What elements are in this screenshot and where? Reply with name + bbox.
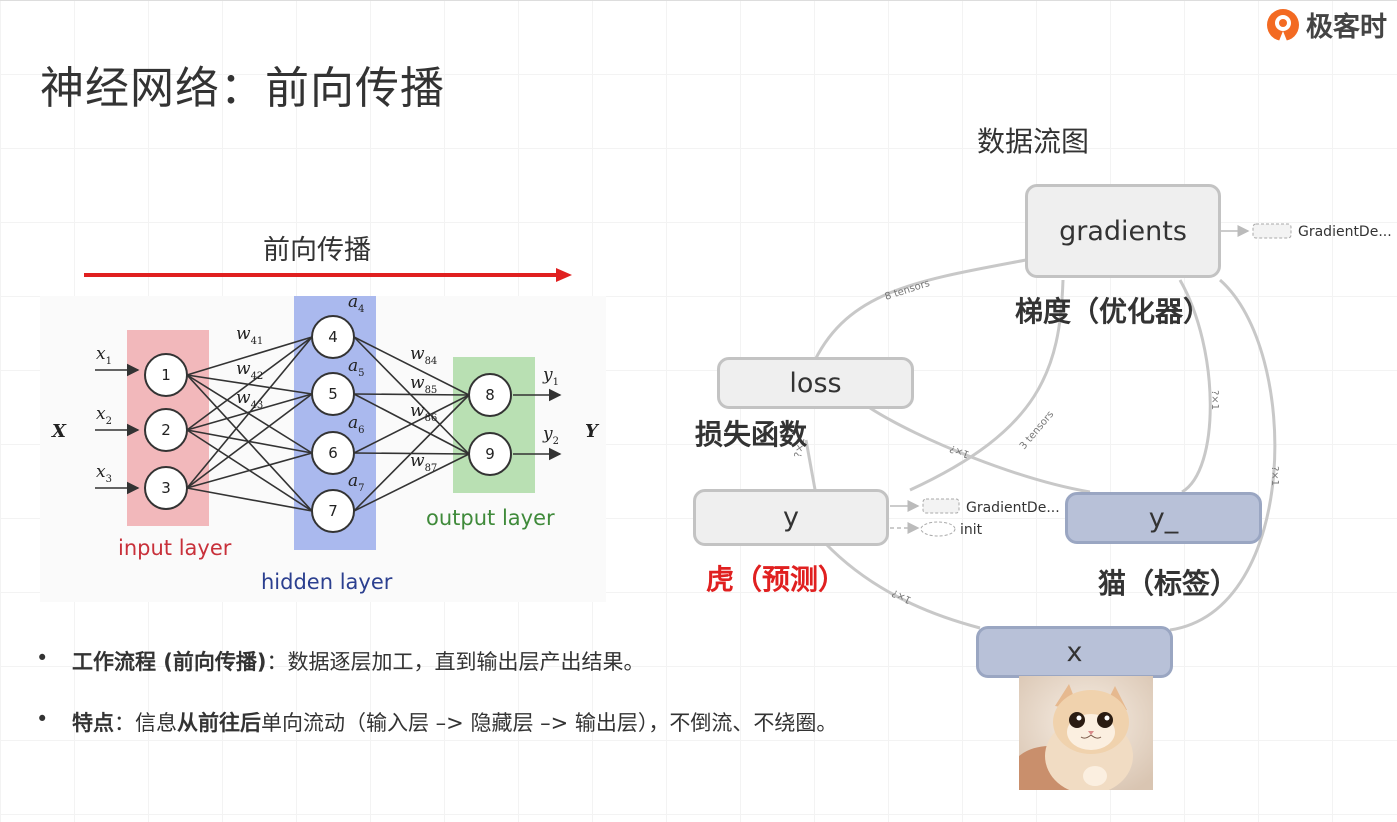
x-node[interactable]: x (976, 626, 1173, 678)
edge-label-dim-c: ?×1 (793, 437, 807, 459)
hidden-node-5: 5 (311, 372, 355, 416)
gradient-desc-box-y (922, 498, 960, 514)
edge-label-dim-b: ?×1 (1269, 466, 1280, 486)
edge-label-3-tensors: 3 tensors (1018, 409, 1056, 452)
edge-label-dim-d: 1×? (948, 442, 971, 459)
svg-text:6: 6 (328, 444, 338, 462)
hidden-node-6: 6 (311, 431, 355, 475)
weight-in-symbol-1: w41 (236, 324, 263, 347)
bullet-feature-title: 特点 (72, 711, 114, 735)
input-x-label: X (51, 421, 67, 442)
gradient-desc-y-label: GradientDe... (966, 500, 1060, 516)
svg-text:4: 4 (328, 328, 338, 346)
flow-graph-title: 数据流图 (977, 125, 1090, 158)
svg-text:7: 7 (328, 502, 338, 520)
hidden-layer-label: hidden layer (261, 570, 393, 594)
weight-out-symbol-3: w86 (410, 401, 437, 424)
input-node-1: 1 (144, 353, 188, 397)
y-label-annotation: 猫（标签） (1098, 567, 1239, 600)
output-layer-label: output layer (426, 506, 555, 530)
forward-arrow-icon (84, 268, 572, 282)
brand-name: 极客时 (1306, 12, 1387, 43)
hidden-node-4: 4 (311, 315, 355, 359)
bullet-feature-emphasis: 从前往后 (177, 711, 261, 735)
init-label: init (960, 522, 983, 538)
y-annotation: 虎（预测） (706, 563, 847, 596)
loss-annotation: 损失函数 (695, 418, 808, 451)
edge-label-dim-f: 1×? (890, 587, 913, 605)
output-y-symbol-1: y1 (542, 365, 559, 388)
input-layer-label: input layer (118, 536, 232, 560)
weight-in-symbol-3: w43 (236, 388, 263, 411)
graph-edges: 8 tensors 3 tensors ?×1 ?×1 ?×1 1×? 1×? … (793, 223, 1392, 632)
loss-node[interactable]: loss (717, 357, 914, 409)
input-node-2: 2 (144, 408, 188, 452)
hidden-node-7: 7 (311, 489, 355, 533)
page-title: 神经网络：前向传播 (40, 63, 445, 114)
bullet-feature-text1: ：信息 (114, 711, 177, 735)
init-node (920, 521, 956, 537)
output-y-symbol-2: y2 (542, 424, 559, 447)
weight-in-symbol-2: w42 (236, 359, 263, 382)
bullet-workflow-title: 工作流程 (前向传播) (72, 650, 267, 674)
input-x-symbol-2: x2 (96, 404, 112, 427)
gradient-desc-box-top (1252, 223, 1292, 239)
forward-propagation-label: 前向传播 (263, 235, 371, 266)
svg-text:1: 1 (161, 366, 171, 384)
bullet-dot: • (36, 707, 49, 731)
bullet-dot: • (36, 646, 49, 670)
input-x-symbol-3: x3 (96, 462, 112, 485)
weight-out-symbol-1: w84 (410, 344, 437, 367)
edge-label-dim-a: ?×1 (1209, 390, 1220, 410)
y-node[interactable]: y (693, 489, 889, 546)
geek-time-logo-icon (1267, 8, 1299, 41)
svg-text:5: 5 (328, 385, 338, 403)
output-y-label: Y (585, 421, 600, 442)
output-node-8: 8 (468, 373, 512, 417)
input-x-symbol-1: x1 (96, 344, 112, 367)
gradient-desc-top-label: GradientDe... (1298, 224, 1392, 240)
svg-text:9: 9 (485, 445, 495, 463)
brand-logo: 极客时 (1266, 5, 1387, 44)
output-node-9: 9 (468, 432, 512, 476)
gradients-node[interactable]: gradients (1025, 184, 1221, 278)
cat-photo (1019, 676, 1153, 790)
bullet-feature-text2: 单向流动（输入层 –> 隐藏层 –> 输出层），不倒流、不绕圈。 (261, 711, 838, 735)
y-label-node[interactable]: y_ (1065, 492, 1262, 544)
input-node-3: 3 (144, 466, 188, 510)
svg-text:3: 3 (161, 479, 171, 497)
svg-text:8: 8 (485, 386, 495, 404)
top-divider (0, 0, 1397, 1)
bullet-workflow-text: ：数据逐层加工，直到输出层产出结果。 (266, 650, 645, 674)
gradients-annotation: 梯度（优化器） (1015, 295, 1212, 328)
svg-text:2: 2 (161, 421, 171, 439)
edge-label-8-tensors: 8 tensors (884, 278, 932, 303)
